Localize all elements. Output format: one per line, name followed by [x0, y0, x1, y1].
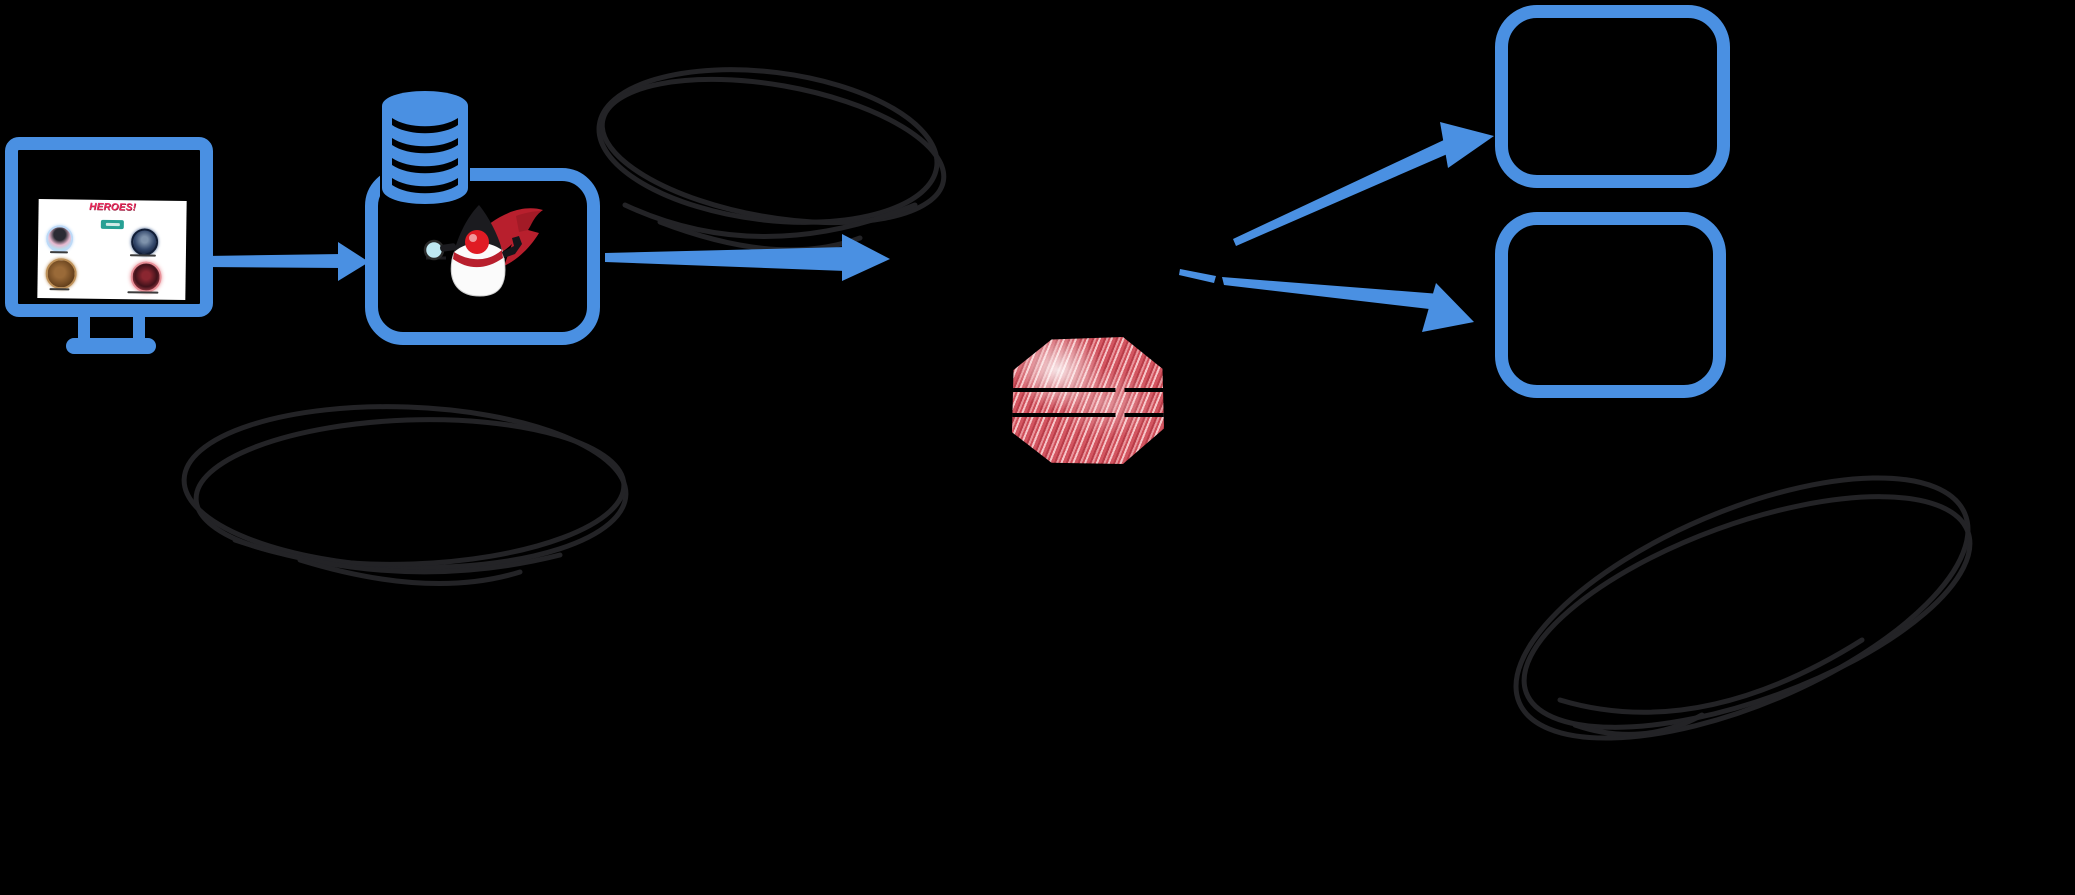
sketch-ellipse-bottom-left — [181, 404, 629, 586]
arrow-service-to-center — [605, 234, 890, 281]
button-text-glyph — [105, 222, 120, 227]
database-stack-icon — [380, 91, 470, 204]
arrow-to-target-2 — [1222, 277, 1474, 332]
target-box-2 — [1495, 212, 1726, 398]
monitor-stand-leg — [78, 315, 90, 342]
screen-cta-button — [100, 219, 124, 230]
hero-label-1 — [49, 251, 68, 254]
sketch-ellipse-top — [596, 67, 947, 253]
hero-label-4 — [127, 291, 159, 294]
java-duke-superhero-icon — [423, 205, 543, 297]
hexagon-slit — [1012, 387, 1164, 392]
hero-label-2 — [129, 254, 156, 257]
monitor-icon: HEROES! — [5, 137, 213, 317]
monitor-screen: HEROES! — [37, 198, 187, 301]
hero-avatar-1 — [45, 225, 74, 253]
hero-avatar-3 — [45, 258, 77, 290]
hero-avatar-4 — [130, 261, 162, 293]
hero-avatar-2 — [130, 228, 159, 256]
hero-label-3 — [49, 288, 70, 291]
monitor-stand-leg — [133, 315, 145, 342]
arrow-browser-to-service — [205, 242, 369, 281]
red-hexagon-icon — [1012, 337, 1164, 464]
dashed-connector-segment — [1179, 269, 1216, 283]
hexagon-slit — [1012, 413, 1164, 418]
monitor-stand-base — [66, 338, 156, 354]
sketch-ellipse-bottom-right — [1513, 475, 1973, 741]
arrow-to-target-1 — [1233, 122, 1494, 246]
heroes-page-title: HEROES! — [89, 201, 137, 214]
target-box-1 — [1495, 5, 1730, 188]
